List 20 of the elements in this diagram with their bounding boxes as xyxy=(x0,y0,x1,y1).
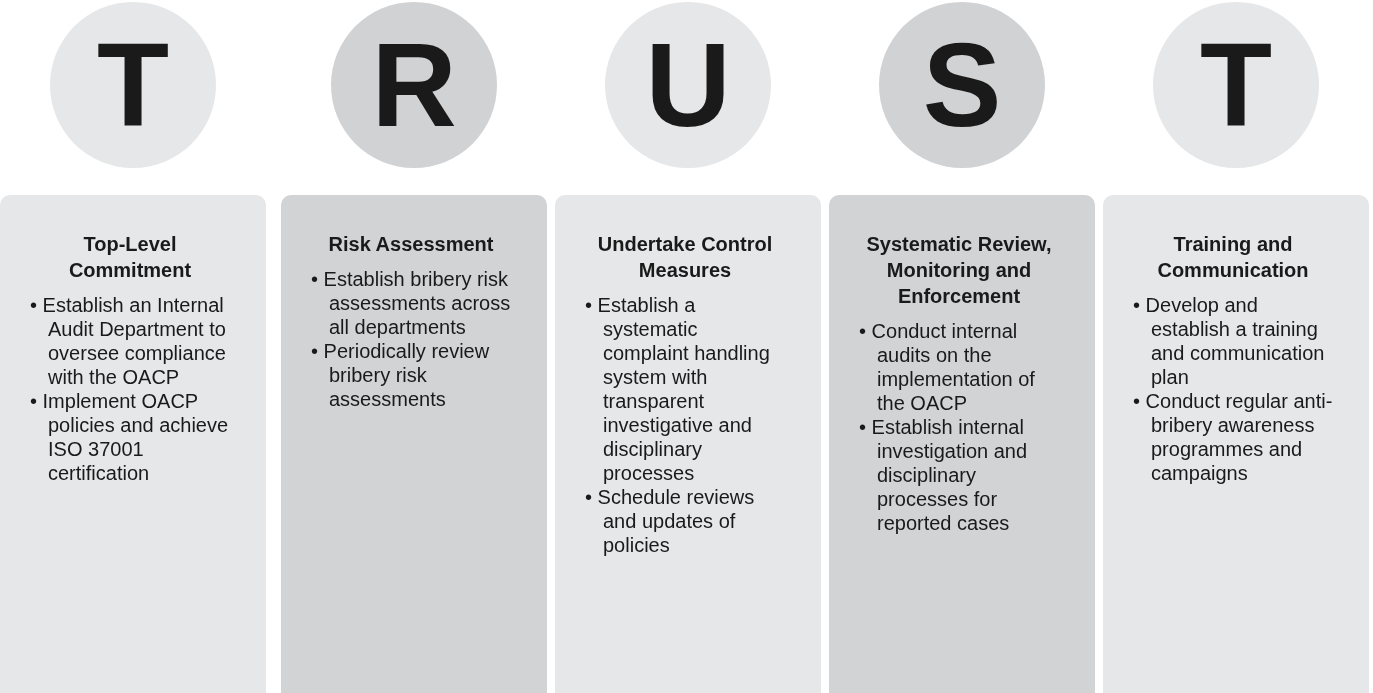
card-heading: Undertake Control Measures xyxy=(596,232,774,283)
info-card xyxy=(1103,195,1369,693)
bullet-item: • Establish bribery risk assessments across all departments xyxy=(311,267,511,339)
bullet-item: • Conduct regular anti-bribery awareness programmes and campaigns xyxy=(1133,389,1333,485)
bullet-item: • Conduct internal audits on the implementation of the OACP xyxy=(859,319,1036,415)
bullet-item: • Periodically review bribery risk assessments xyxy=(311,339,491,411)
bullet-item: • Establish an Internal Audit Department to oversee compliance with the OACP xyxy=(30,293,227,389)
info-card xyxy=(829,195,1095,693)
card-heading: Systematic Review, Monitoring and Enforcement xyxy=(865,232,1053,309)
card-heading: Top-Level Commitment xyxy=(67,232,193,283)
bullet-item: • Schedule reviews and updates of policies xyxy=(585,485,756,557)
bullet-item: • Develop and establish a training and communication plan xyxy=(1133,293,1326,389)
info-card xyxy=(555,195,821,693)
bullet-item: • Establish internal investigation and disciplinary processes for reported cases xyxy=(859,415,1029,535)
info-card xyxy=(281,195,547,693)
info-card xyxy=(0,195,266,693)
bullet-item: • Establish a systematic complaint handling system with transparent investigative and disciplinary processes xyxy=(585,293,771,485)
card-heading: Training and Communication xyxy=(1156,232,1310,283)
card-heading: Risk Assessment xyxy=(327,232,495,257)
bullet-item: • Implement OACP policies and achieve ISO 37001 certification xyxy=(30,389,230,485)
